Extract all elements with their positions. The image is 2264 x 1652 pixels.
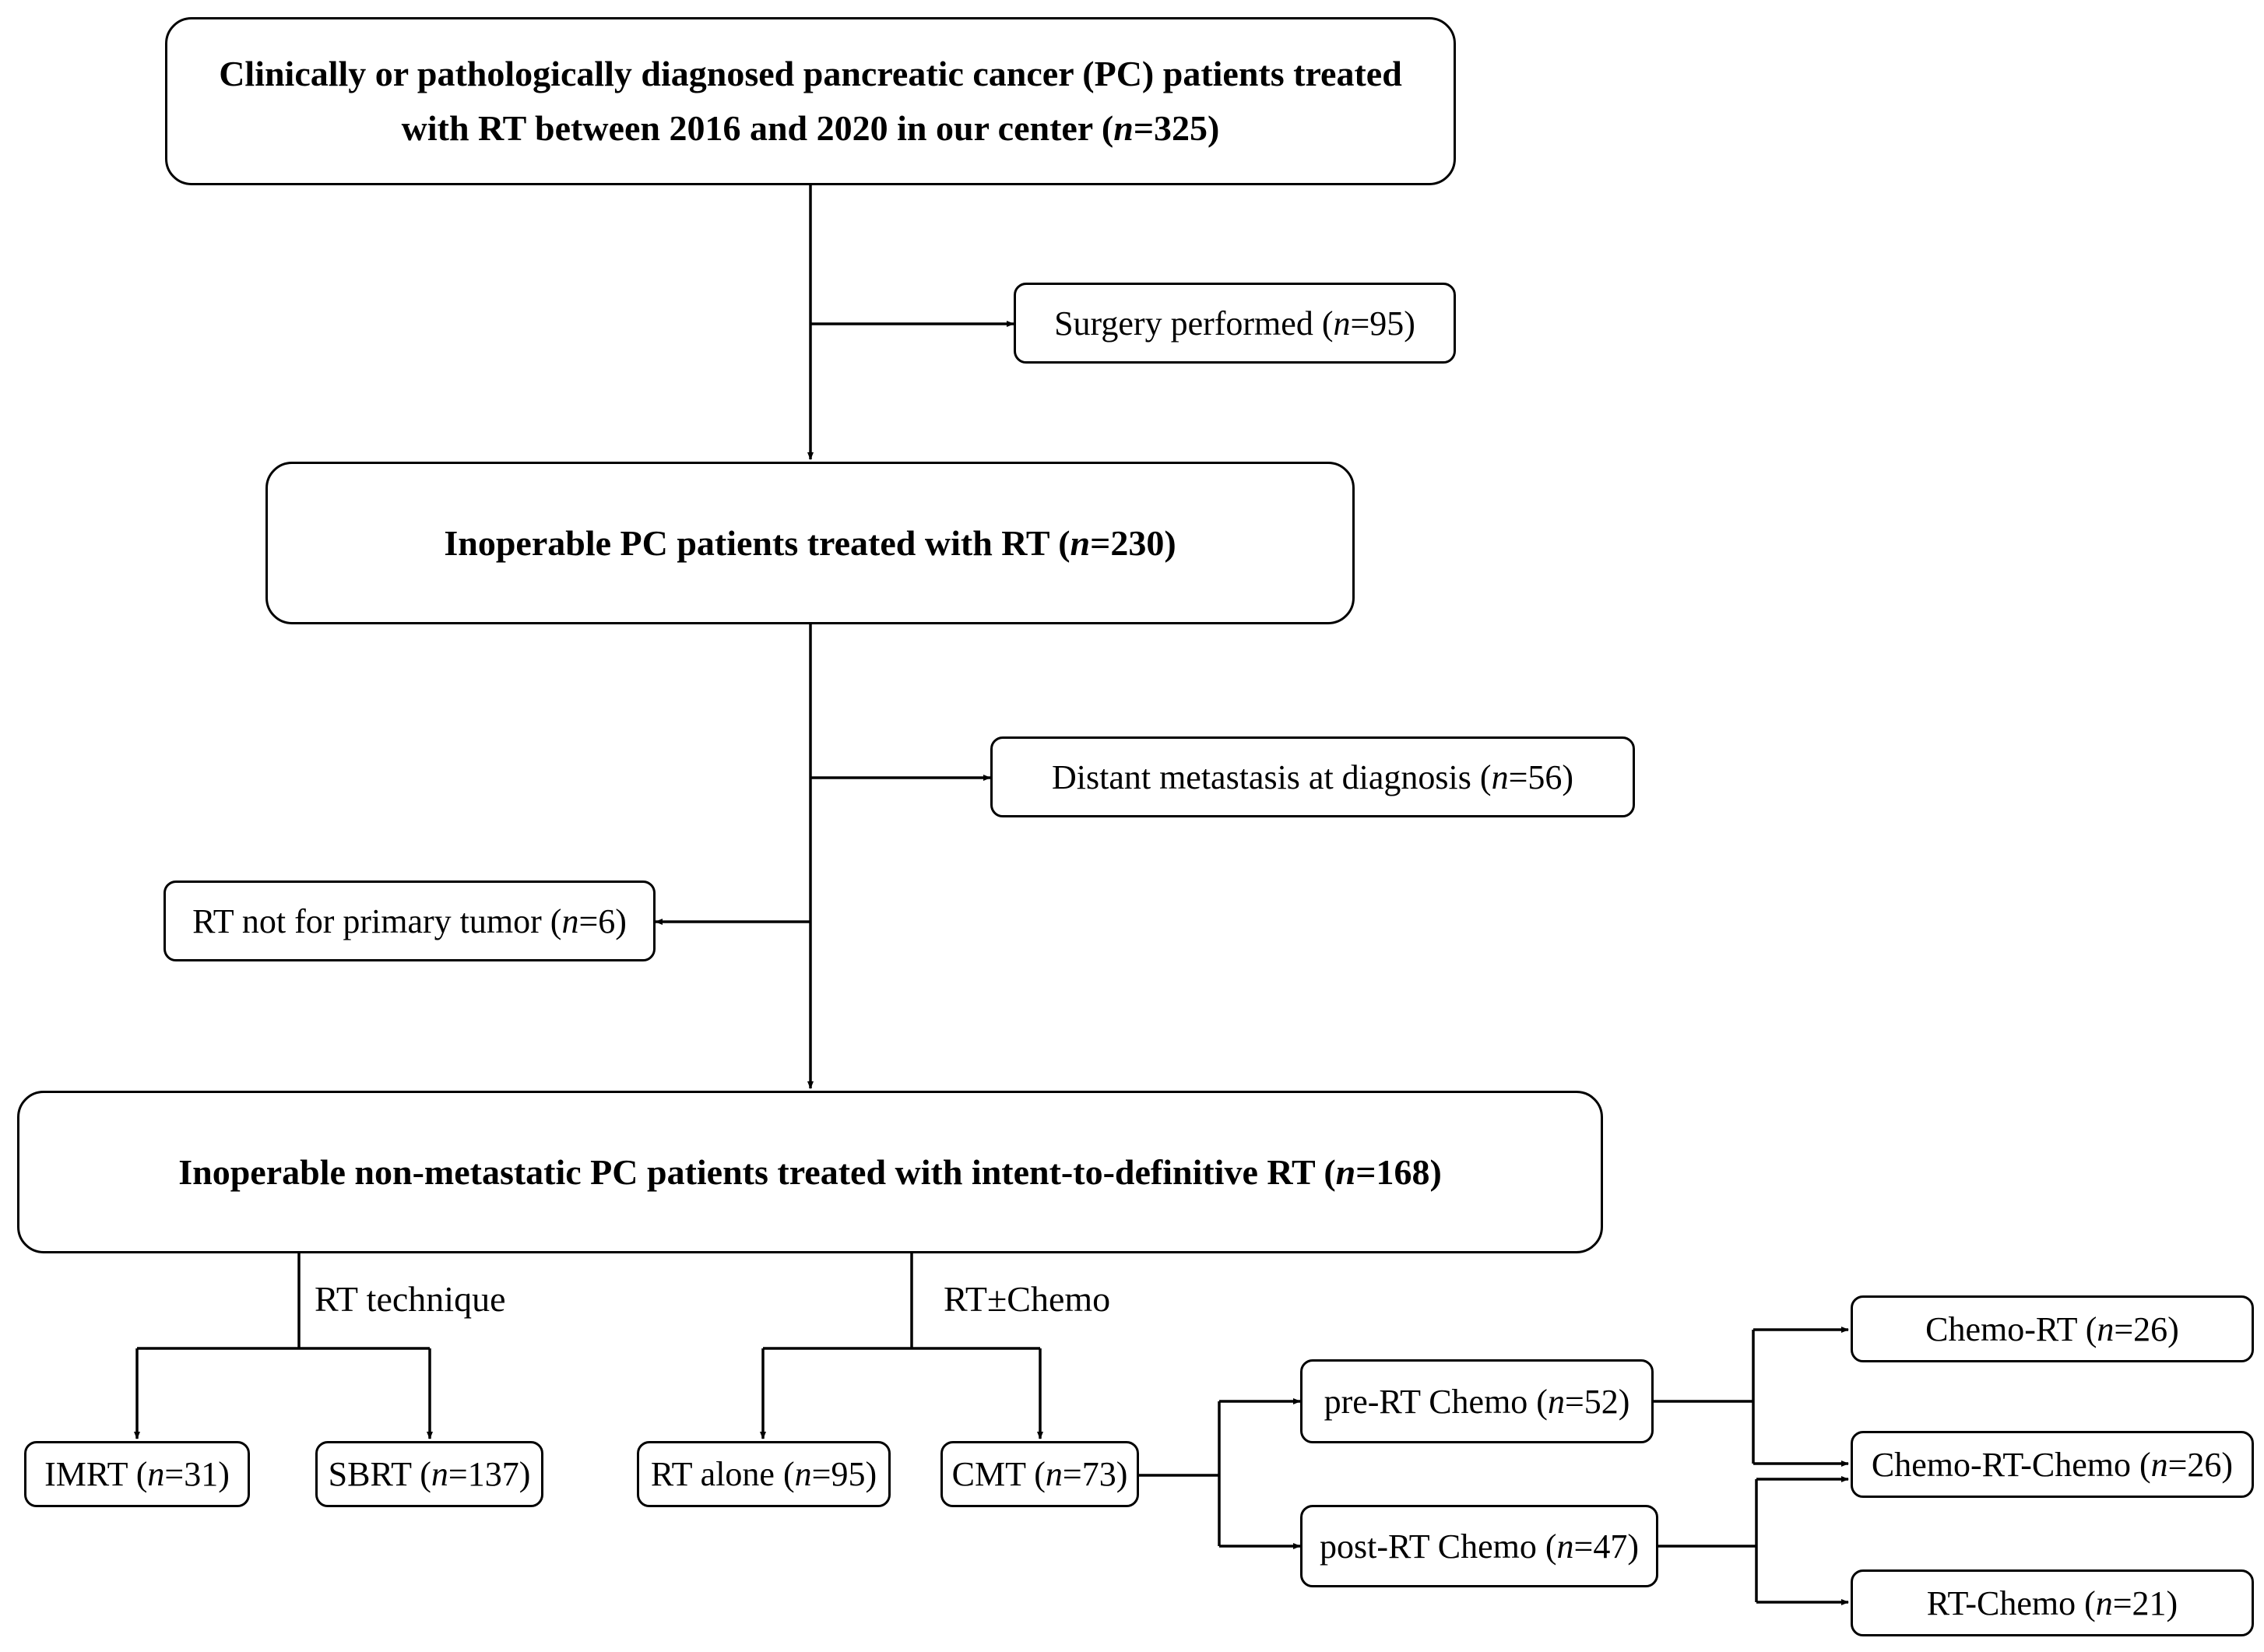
label-rt-technique: RT technique xyxy=(315,1279,506,1319)
n-symbol: n xyxy=(1113,108,1134,148)
box-metastasis: Distant metastasis at diagnosis (n=56) xyxy=(990,736,1635,817)
box-cmt: CMT (n=73) xyxy=(940,1441,1139,1507)
box-sbrt: SBRT (n=137) xyxy=(315,1441,543,1507)
box-post-rt-chemo: post-RT Chemo (n=47) xyxy=(1300,1505,1658,1587)
box-pre-rt-chemo: pre-RT Chemo (n=52) xyxy=(1300,1359,1654,1443)
box-rt-alone: RT alone (n=95) xyxy=(637,1441,891,1507)
box-imrt: IMRT (n=31) xyxy=(24,1441,250,1507)
box-all-patients-text: Clinically or pathologically diagnosed p… xyxy=(219,54,1402,148)
box-all-patients-count: =325) xyxy=(1133,108,1220,148)
box-all-patients: Clinically or pathologically diagnosed p… xyxy=(165,17,1456,185)
box-surgery: Surgery performed (n=95) xyxy=(1014,283,1456,364)
box-rt-chemo: RT-Chemo (n=21) xyxy=(1851,1569,2254,1636)
box-chemo-rt-chemo: Chemo-RT-Chemo (n=26) xyxy=(1851,1431,2254,1498)
box-inoperable: Inoperable PC patients treated with RT (… xyxy=(265,462,1355,624)
box-non-metastatic: Inoperable non-metastatic PC patients tr… xyxy=(17,1091,1603,1253)
box-chemo-rt: Chemo-RT (n=26) xyxy=(1851,1295,2254,1362)
label-rt-chemo-split: RT±Chemo xyxy=(944,1279,1111,1319)
box-not-primary: RT not for primary tumor (n=6) xyxy=(163,880,656,961)
